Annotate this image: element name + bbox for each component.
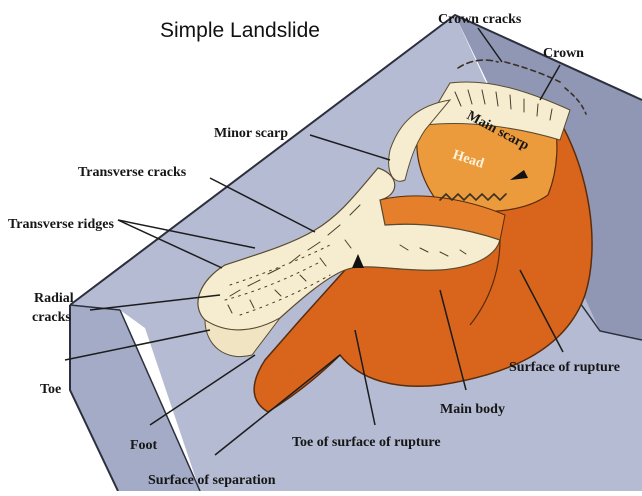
label-foot: Foot bbox=[130, 438, 158, 453]
label-toe: Toe bbox=[40, 382, 61, 397]
label-crown-cracks: Crown cracks bbox=[438, 12, 522, 27]
label-main-body: Main body bbox=[440, 402, 505, 417]
label-toe-of-surface-of-rupture: Toe of surface of rupture bbox=[292, 435, 441, 450]
label-minor-scarp: Minor scarp bbox=[214, 126, 288, 141]
label-surface-of-separation: Surface of separation bbox=[148, 473, 276, 488]
label-crown: Crown bbox=[543, 46, 584, 61]
label-radial: Radial bbox=[34, 291, 74, 306]
label-surface-of-rupture: Surface of rupture bbox=[509, 360, 620, 375]
label-cracks: cracks bbox=[32, 310, 71, 325]
diagram-title: Simple Landslide bbox=[160, 19, 320, 42]
label-transverse-cracks: Transverse cracks bbox=[78, 165, 187, 180]
label-transverse-ridges: Transverse ridges bbox=[8, 217, 114, 232]
